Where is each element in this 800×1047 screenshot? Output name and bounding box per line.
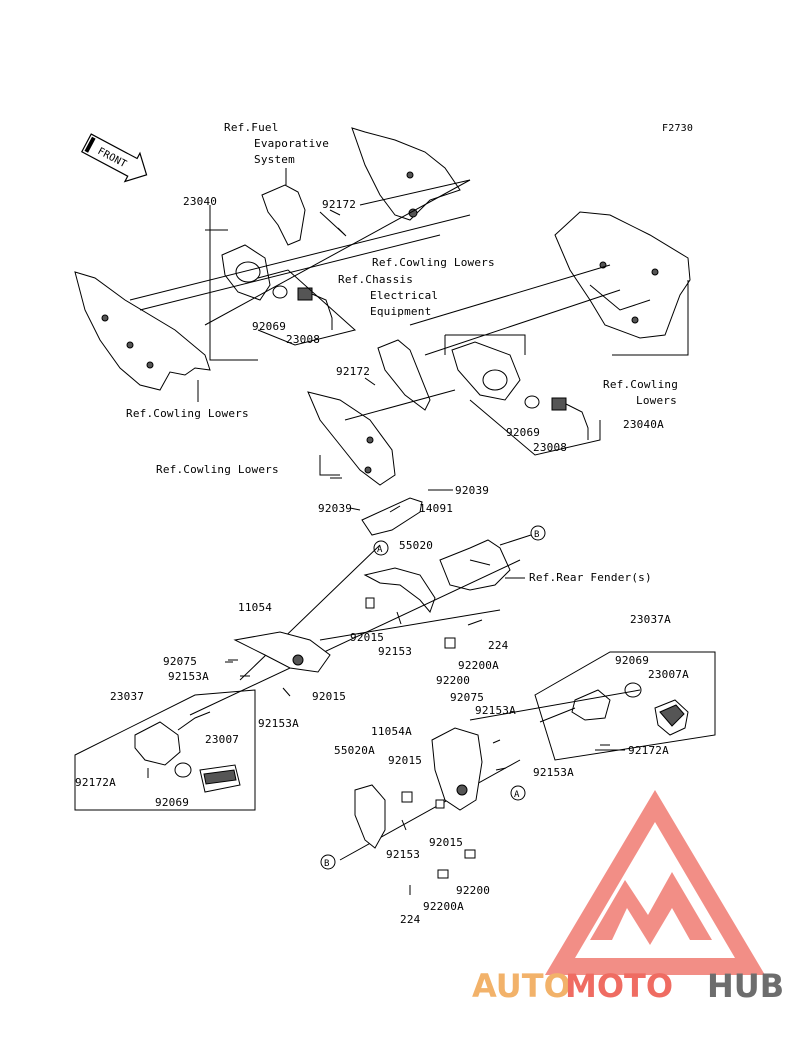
ref-cowling-lowers-top: Ref.Cowling Lowers <box>372 256 495 269</box>
ref-cowling-lowers-bottom: Ref.Cowling Lowers <box>156 463 279 476</box>
cowling-lower-left-shape <box>74 271 211 391</box>
part-92069-bl: 92069 <box>155 796 189 809</box>
rear-fender-stay <box>439 539 511 591</box>
part-23037: 23037 <box>110 690 144 703</box>
callout-a-bottom <box>510 785 526 801</box>
cowling-panel-top <box>351 127 461 221</box>
bracket-14091 <box>361 497 423 536</box>
part-92039-right: 92039 <box>455 484 489 497</box>
part-14091: 14091 <box>419 502 453 515</box>
ref-chassis-electrical-line2: Electrical <box>370 289 438 302</box>
part-92200-bottom: 92200 <box>456 884 490 897</box>
bulb-92069-left <box>272 285 288 299</box>
ref-chassis-electrical-line1: Ref.Chassis <box>338 273 413 286</box>
part-92153a-right: 92153A <box>475 704 516 717</box>
part-23008-left: 23008 <box>286 333 320 346</box>
bracket-11054a <box>431 727 483 811</box>
watermark-wordmark: AUTO MOTO HUB <box>472 967 784 1005</box>
part-92015-a: 92015 <box>350 631 384 644</box>
part-23007a: 23007A <box>648 668 689 681</box>
part-92069-rr: 92069 <box>615 654 649 667</box>
ref-fuel-evap-line2: Evaporative <box>254 137 329 150</box>
part-55020: 55020 <box>399 539 433 552</box>
part-224-bottom: 224 <box>400 913 421 926</box>
ref-cowling-lowers-right-line1: Ref.Cowling <box>603 378 678 391</box>
part-92200-top: 92200 <box>436 674 470 687</box>
bulb-92069-right <box>524 395 540 409</box>
bulb-92069-bl <box>174 762 192 778</box>
bracket-55020a <box>354 784 386 849</box>
part-224-top: 224 <box>488 639 509 652</box>
ref-rear-fender: Ref.Rear Fender(s) <box>529 571 652 584</box>
part-23040a: 23040A <box>623 418 664 431</box>
part-92200a-bottom: 92200A <box>423 900 464 913</box>
ref-fuel-evap-line3: System <box>254 153 295 166</box>
watermark-logo <box>545 790 765 975</box>
part-23008-right: 23008 <box>533 441 567 454</box>
part-92015-c: 92015 <box>388 754 422 767</box>
svg-text:A: A <box>377 545 383 555</box>
part-55020a: 55020A <box>334 744 375 757</box>
part-11054a: 11054A <box>371 725 412 738</box>
ref-cowling-lowers-right-line2: Lowers <box>636 394 677 407</box>
part-92200a-top: 92200A <box>458 659 499 672</box>
part-23007: 23007 <box>205 733 239 746</box>
part-23037a: 23037A <box>630 613 671 626</box>
part-92172-mid: 92172 <box>336 365 370 378</box>
svg-text:B: B <box>324 859 330 869</box>
ref-cowling-lowers-left: Ref.Cowling Lowers <box>126 407 249 420</box>
front-arrow-icon: FRONT <box>81 133 148 183</box>
bracket-55020 <box>363 567 436 613</box>
callout-b-bottom <box>320 854 336 870</box>
part-92153a-far: 92153A <box>533 766 574 779</box>
bulb-92069-rr <box>624 682 642 698</box>
part-92153a-left: 92153A <box>168 670 209 683</box>
svg-text:A: A <box>514 790 520 800</box>
part-92015-b: 92015 <box>312 690 346 703</box>
turn-signal-housing-23040a <box>451 341 521 401</box>
part-92015-d: 92015 <box>429 836 463 849</box>
socket-23008-right <box>551 397 567 411</box>
watermark-auto: AUTO <box>472 967 571 1005</box>
part-92172a-right: 92172A <box>628 744 669 757</box>
watermark-hub: HUB <box>707 967 784 1005</box>
part-92153-b: 92153 <box>386 848 420 861</box>
part-92075-mid: 92075 <box>450 691 484 704</box>
part-92172-top: 92172 <box>322 198 356 211</box>
watermark-moto: MOTO <box>565 967 673 1005</box>
rear-signal-housing-23037 <box>134 721 181 766</box>
part-23040: 23040 <box>183 195 217 208</box>
bracket-11054 <box>233 631 331 673</box>
part-92153a-mid: 92153A <box>258 717 299 730</box>
part-92069-right: 92069 <box>506 426 540 439</box>
part-92075-left: 92075 <box>163 655 197 668</box>
part-92153-a: 92153 <box>378 645 412 658</box>
ref-fuel-evap-line1: Ref.Fuel <box>224 121 279 134</box>
bracket-chassis-electrical <box>377 339 431 411</box>
part-92172a-left: 92172A <box>75 776 116 789</box>
part-11054: 11054 <box>238 601 272 614</box>
cowling-lower-side-panel <box>307 391 396 486</box>
part-92069-left: 92069 <box>252 320 286 333</box>
svg-text:B: B <box>534 530 540 540</box>
rear-signal-housing-23037a <box>571 689 611 721</box>
figure-code: F2730 <box>662 123 693 134</box>
callout-b-top <box>530 525 546 541</box>
part-92039-left: 92039 <box>318 502 352 515</box>
callout-a-top <box>373 540 389 556</box>
ref-chassis-electrical-line3: Equipment <box>370 305 431 318</box>
bracket-fuel-evap <box>261 184 306 246</box>
